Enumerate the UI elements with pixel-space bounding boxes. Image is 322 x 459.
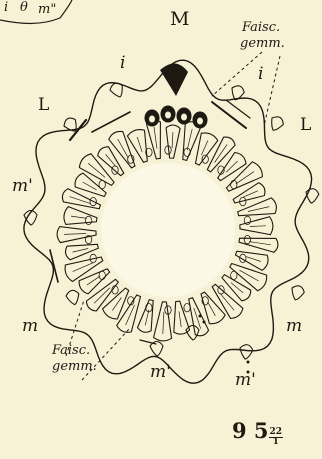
label-corner-theta: θ <box>20 2 28 14</box>
vascular-bundle <box>98 147 124 176</box>
inner-cell <box>85 216 91 224</box>
vascular-bundle <box>117 295 141 332</box>
bundle-xylem-line <box>64 234 86 235</box>
vascular-bundle <box>75 173 106 196</box>
bundle-xylem-line <box>201 141 208 156</box>
cortical-bundle <box>108 81 125 99</box>
cortical-streak <box>92 112 130 132</box>
label-M: M <box>170 10 189 29</box>
label-m-right: m <box>286 318 302 335</box>
bundle-xylem-line <box>208 302 216 316</box>
bundle-xylem-line <box>71 216 87 218</box>
cortical-bundle <box>238 344 253 361</box>
median-cortical-bundle <box>160 63 188 96</box>
cortical-dot <box>199 315 202 318</box>
vascular-bundle <box>212 284 243 318</box>
bundle-xylem-line <box>220 293 234 310</box>
vascular-bundle <box>233 183 265 203</box>
figure-number-text: 9 5 <box>232 418 269 443</box>
label-corner-m: m" <box>38 4 56 16</box>
vascular-bundle <box>166 125 180 158</box>
label-i-right: i <box>258 66 263 83</box>
bundle-xylem-line <box>137 137 142 152</box>
cortical-streak <box>212 102 246 128</box>
median-bundle-core <box>181 114 187 121</box>
bundle-xylem-line <box>250 226 266 227</box>
label-m-prime-bottom-left: m' <box>150 364 171 381</box>
bundle-xylem-line <box>179 311 181 327</box>
inner-cell <box>184 304 190 312</box>
label-faisc-bottom: Faisc. <box>52 345 90 357</box>
bundle-xylem-line <box>246 256 261 261</box>
label-gemm-top: gemm. <box>240 38 285 50</box>
label-corner-i: i <box>4 2 8 14</box>
cortical-bundle <box>304 188 319 205</box>
cortical-dot <box>203 321 206 324</box>
figure-scale-fraction: 221 <box>269 428 284 447</box>
cortical-bundle <box>267 114 286 133</box>
label-m-left: m <box>22 318 38 335</box>
inner-cell <box>231 180 237 188</box>
label-m-prime-left: m' <box>12 178 33 195</box>
cortical-bundle <box>65 289 80 306</box>
bundle-xylem-line <box>163 312 164 334</box>
pith-circle <box>101 163 235 297</box>
label-m-prime-bottom-right: m' <box>235 372 256 389</box>
bundle-xylem-line <box>126 305 135 325</box>
inner-cell <box>99 180 105 188</box>
vascular-bundle <box>57 227 96 243</box>
label-gemm-bottom: gemm. <box>52 361 97 373</box>
inner-cell <box>244 235 250 243</box>
inner-cell <box>99 271 105 279</box>
label-faisc-top: Faisc. <box>242 22 280 34</box>
bundle-xylem-line <box>154 127 157 149</box>
bundle-xylem-line <box>215 144 228 162</box>
label-L-left: L <box>38 97 49 114</box>
label-pointer-line <box>212 52 262 96</box>
figure-scale-denominator: 1 <box>273 438 279 447</box>
vascular-bundle <box>240 217 273 235</box>
bundle-xylem-line <box>249 242 271 245</box>
vascular-bundle <box>103 288 129 319</box>
bundle-xylem-line <box>248 207 269 212</box>
inner-cell <box>231 271 237 279</box>
median-bundle-core <box>149 116 155 123</box>
bundle-xylem-line <box>88 163 105 177</box>
vascular-bundle <box>239 238 278 252</box>
median-bundle-core <box>165 112 171 119</box>
bundle-xylem-line <box>73 249 89 253</box>
bundle-xylem-line <box>172 132 173 148</box>
cortical-dot <box>247 361 250 364</box>
label-pointer-line <box>264 56 280 126</box>
cortical-bundle <box>186 326 199 341</box>
corner-outline <box>0 0 72 24</box>
vascular-bundle <box>127 130 147 163</box>
label-i-left: i <box>120 55 125 72</box>
vascular-bundle <box>65 244 98 259</box>
cortical-streak <box>50 250 58 282</box>
median-bundle-core <box>197 118 203 125</box>
vascular-bundle <box>207 137 235 172</box>
bundle-xylem-line <box>73 263 93 272</box>
vascular-bundle <box>196 133 218 165</box>
label-L-right: L <box>300 117 311 134</box>
cortical-bundle <box>289 284 306 302</box>
vascular-bundle <box>154 302 172 341</box>
bundle-xylem-line <box>70 197 91 204</box>
bundle-xylem-line <box>187 129 192 150</box>
